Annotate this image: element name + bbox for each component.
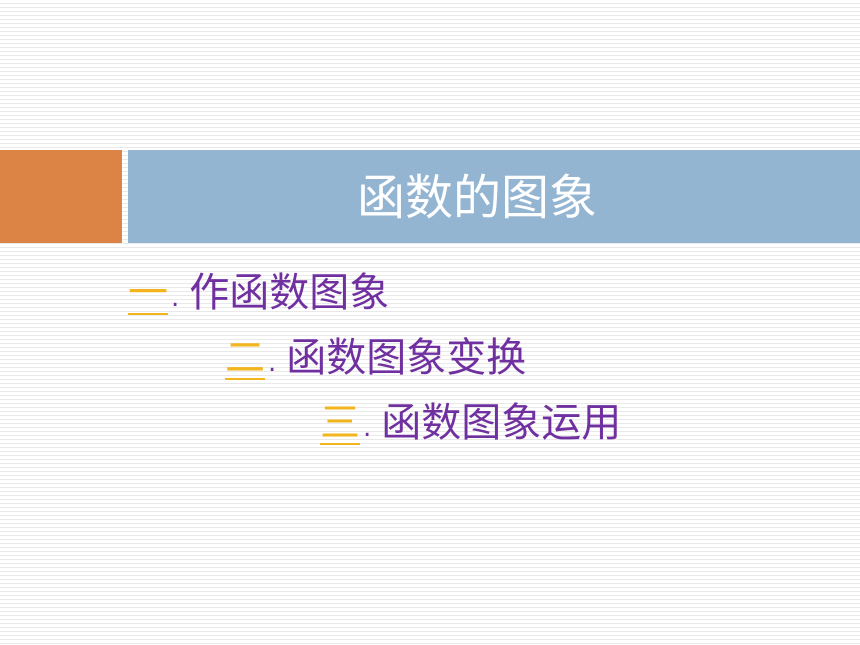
item-label: 函数图象运用 [381,400,622,446]
item-separator: . [171,283,180,313]
item-number: 二 [225,335,265,381]
item-number: 一 [128,270,168,316]
item-separator: . [268,348,277,378]
item-label: 函数图象变换 [286,335,527,381]
item-label: 作函数图象 [189,270,390,316]
outline-item-3: 三. 函数图象运用 [318,398,621,448]
title-bar [128,150,860,243]
item-number: 三 [320,400,360,446]
slide-title: 函数的图象 [357,170,598,226]
orange-accent-block [0,150,122,243]
item-separator: . [363,413,372,443]
outline-item-1: 一. 作函数图象 [126,268,389,318]
outline-item-2: 二. 函数图象变换 [223,333,526,383]
